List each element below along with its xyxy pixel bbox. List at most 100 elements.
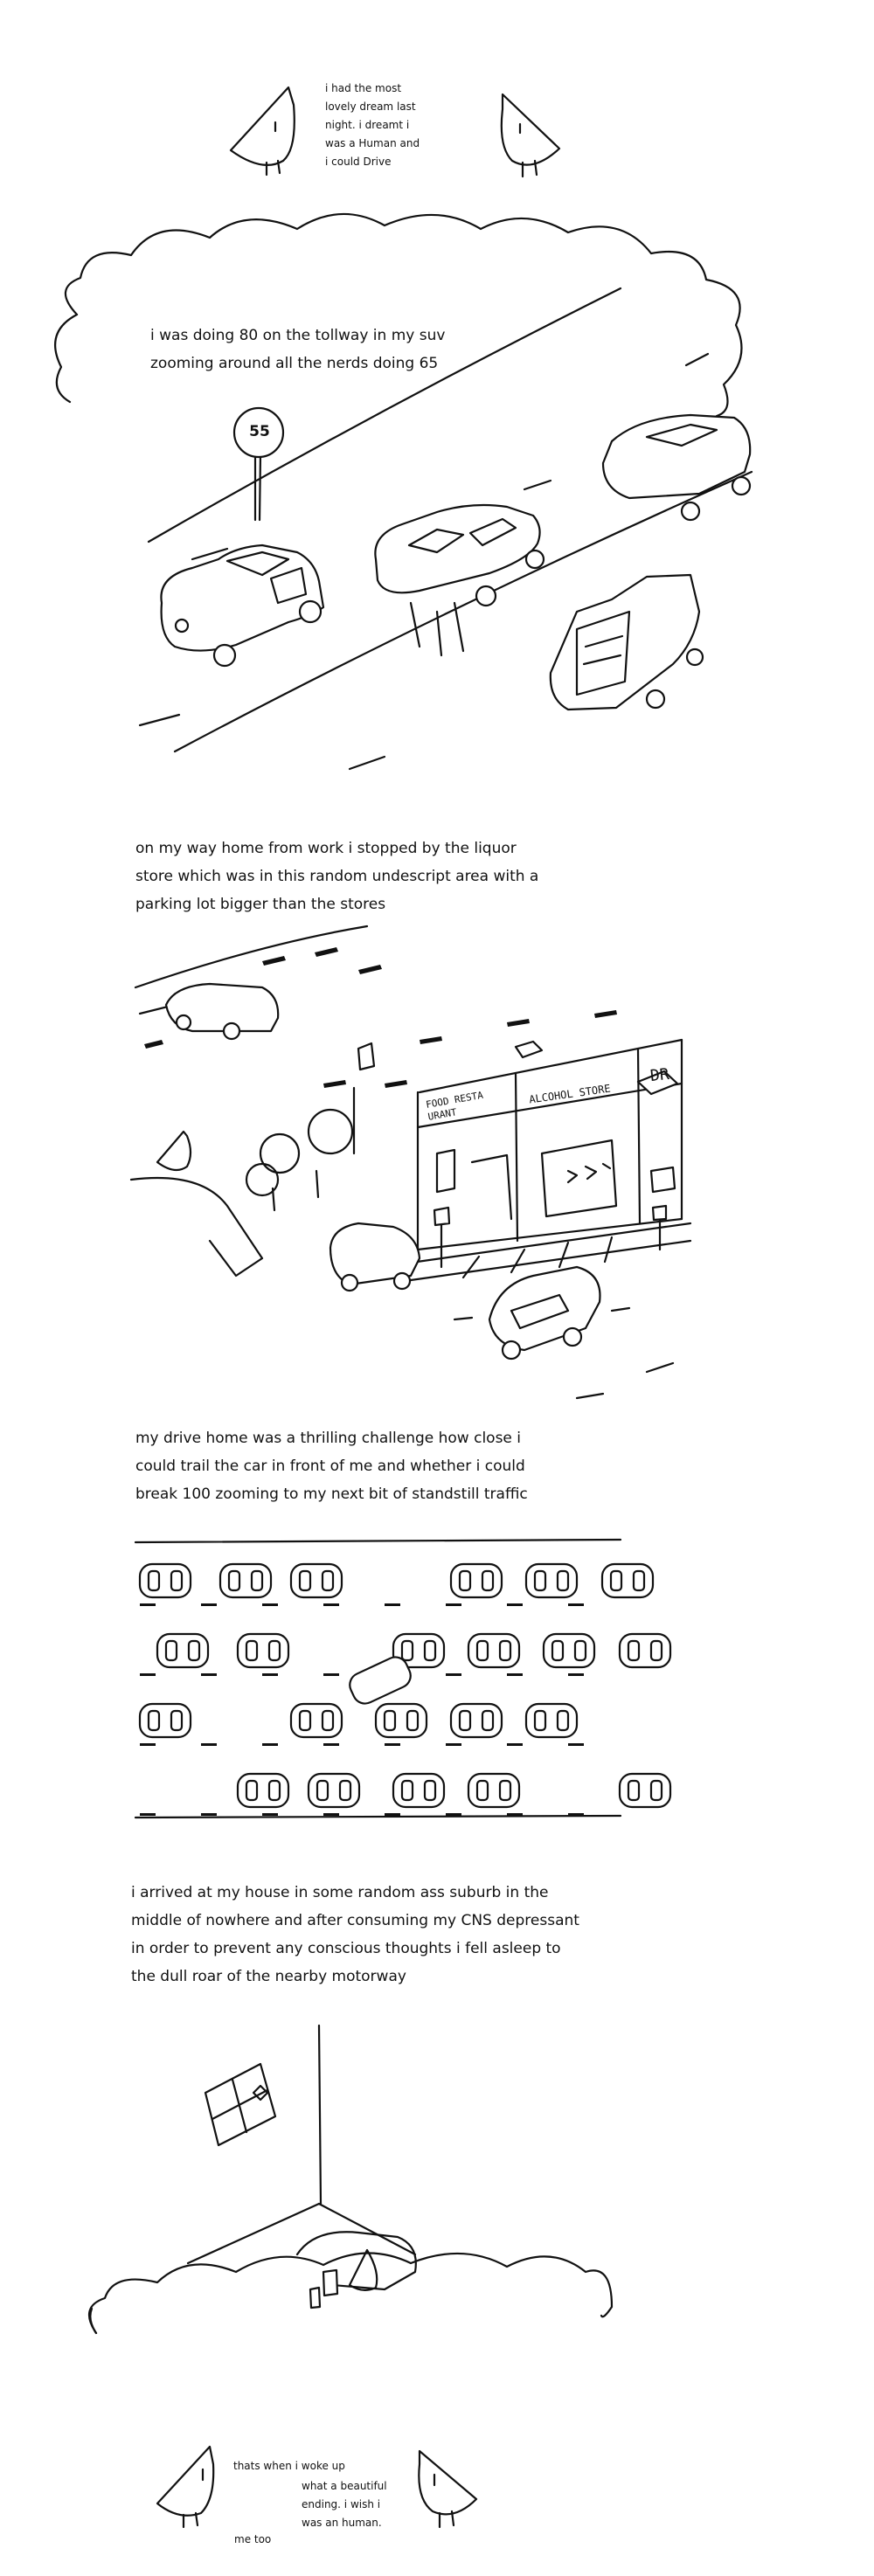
- traffic-car: [157, 1634, 208, 1667]
- ending-left-bottom: me too: [234, 2533, 272, 2545]
- lane-dash: [262, 1743, 278, 1746]
- traffic-car: [220, 1564, 271, 1597]
- intro-speech: i had the most lovely dream last night. …: [325, 80, 420, 171]
- traffic-car-window: [552, 1641, 563, 1660]
- traffic-car: [526, 1704, 577, 1737]
- traffic-car: [468, 1774, 519, 1807]
- sleep-cloud: [89, 2253, 612, 2333]
- traffic-car-window: [425, 1781, 435, 1800]
- traffic-car-window: [229, 1571, 239, 1590]
- intro-birds-drawing: [0, 0, 874, 192]
- lane-dash: [446, 1743, 461, 1746]
- traffic-car: [140, 1704, 191, 1737]
- liquor-caption: on my way home from work i stopped by th…: [135, 834, 538, 918]
- traffic-car-window: [340, 1781, 350, 1800]
- traffic-car-window: [482, 1571, 493, 1590]
- traffic-car-window: [500, 1641, 510, 1660]
- lane-dash: [201, 1673, 217, 1676]
- traffic-car-window: [500, 1781, 510, 1800]
- traffic-car: [238, 1774, 288, 1807]
- traffic-car-window: [634, 1571, 644, 1590]
- traffic-car-window: [425, 1641, 435, 1660]
- suburb-line-1: i arrived at my house in some random ass…: [131, 1884, 549, 1901]
- traffic-car-window: [628, 1781, 639, 1800]
- traffic-car-window: [252, 1571, 262, 1590]
- lane-dash: [507, 1813, 523, 1816]
- traffic-car-window: [402, 1781, 413, 1800]
- traffic-line-3: break 100 zooming to my next bit of stan…: [135, 1485, 528, 1503]
- traffic-car-window: [407, 1711, 418, 1730]
- intro-line-2: lovely dream last: [325, 100, 416, 113]
- lane-dash: [385, 1603, 400, 1606]
- pickup-truck: [551, 575, 703, 710]
- traffic-car-window: [482, 1711, 493, 1730]
- liquor-line-2: store which was in this random undescrip…: [135, 868, 539, 885]
- far-car: [603, 415, 750, 520]
- traffic-car: [602, 1564, 653, 1597]
- traffic-car-window: [269, 1641, 280, 1660]
- dream-cloud: [66, 214, 742, 416]
- traffic-car-window: [166, 1641, 177, 1660]
- ending-left-bird: [157, 2447, 213, 2516]
- liquor-store-drawing: [0, 0, 874, 1416]
- traffic-car-window: [269, 1781, 280, 1800]
- weaving-car: [346, 1653, 415, 1707]
- lane-dash: [201, 1603, 217, 1606]
- traffic-car: [620, 1634, 670, 1667]
- lane-dash: [385, 1813, 400, 1816]
- traffic-car-window: [477, 1781, 488, 1800]
- lane-dash: [140, 1603, 156, 1606]
- suburb-line-4: the dull roar of the nearby motorway: [131, 1968, 406, 1985]
- lane-dash: [385, 1743, 400, 1746]
- lane-dash: [507, 1673, 523, 1676]
- lane-dash: [140, 1673, 156, 1676]
- traffic-car-window: [189, 1641, 199, 1660]
- traffic-car-window: [651, 1781, 662, 1800]
- traffic-car: [309, 1774, 359, 1807]
- ending-left-top: thats when i woke up: [233, 2460, 345, 2472]
- traffic-car-window: [611, 1571, 621, 1590]
- tollway-line-2: zooming around all the nerds doing 65: [150, 355, 439, 372]
- lane-dash: [201, 1813, 217, 1816]
- traffic-car-window: [402, 1641, 413, 1660]
- suburb-caption: i arrived at my house in some random ass…: [131, 1879, 579, 1991]
- liquor-line-1: on my way home from work i stopped by th…: [135, 840, 517, 857]
- traffic-car-window: [300, 1711, 310, 1730]
- suburb-line-2: middle of nowhere and after consuming my…: [131, 1912, 579, 1929]
- traffic-car-window: [385, 1711, 395, 1730]
- lane-dash: [568, 1813, 584, 1816]
- traffic-car: [620, 1774, 670, 1807]
- traffic-car: [140, 1564, 191, 1597]
- intro-line-5: i could Drive: [325, 156, 392, 168]
- ending-right-speech: what a beautiful ending. i wish i was an…: [302, 2477, 387, 2532]
- traffic-car: [291, 1564, 342, 1597]
- traffic-car-window: [149, 1711, 159, 1730]
- traffic-car: [526, 1564, 577, 1597]
- traffic-car: [451, 1704, 502, 1737]
- traffic-car: [451, 1564, 502, 1597]
- traffic-car-window: [246, 1641, 257, 1660]
- suv-car: [161, 545, 323, 666]
- traffic-car-window: [575, 1641, 586, 1660]
- lane-dash: [323, 1813, 339, 1816]
- traffic-car-window: [323, 1711, 333, 1730]
- lane-dash: [201, 1743, 217, 1746]
- lane-dash: [262, 1603, 278, 1606]
- traffic-car-window: [460, 1571, 470, 1590]
- ending-right-line-2: ending. i wish i: [302, 2498, 381, 2510]
- lane-dash: [507, 1743, 523, 1746]
- lane-dash: [568, 1673, 584, 1676]
- sedan-car: [375, 505, 544, 655]
- lane-dash: [323, 1603, 339, 1606]
- traffic-car-window: [477, 1641, 488, 1660]
- traffic-caption: my drive home was a thrilling challenge …: [135, 1424, 528, 1508]
- traffic-car-window: [535, 1711, 545, 1730]
- speed-sign-label: 55: [249, 423, 270, 440]
- lane-dash: [262, 1813, 278, 1816]
- traffic-car: [468, 1634, 519, 1667]
- tollway-line-1: i was doing 80 on the tollway in my suv: [150, 327, 446, 344]
- traffic-car-window: [628, 1641, 639, 1660]
- traffic-jam-drawing: [0, 0, 874, 1852]
- traffic-car-window: [171, 1571, 182, 1590]
